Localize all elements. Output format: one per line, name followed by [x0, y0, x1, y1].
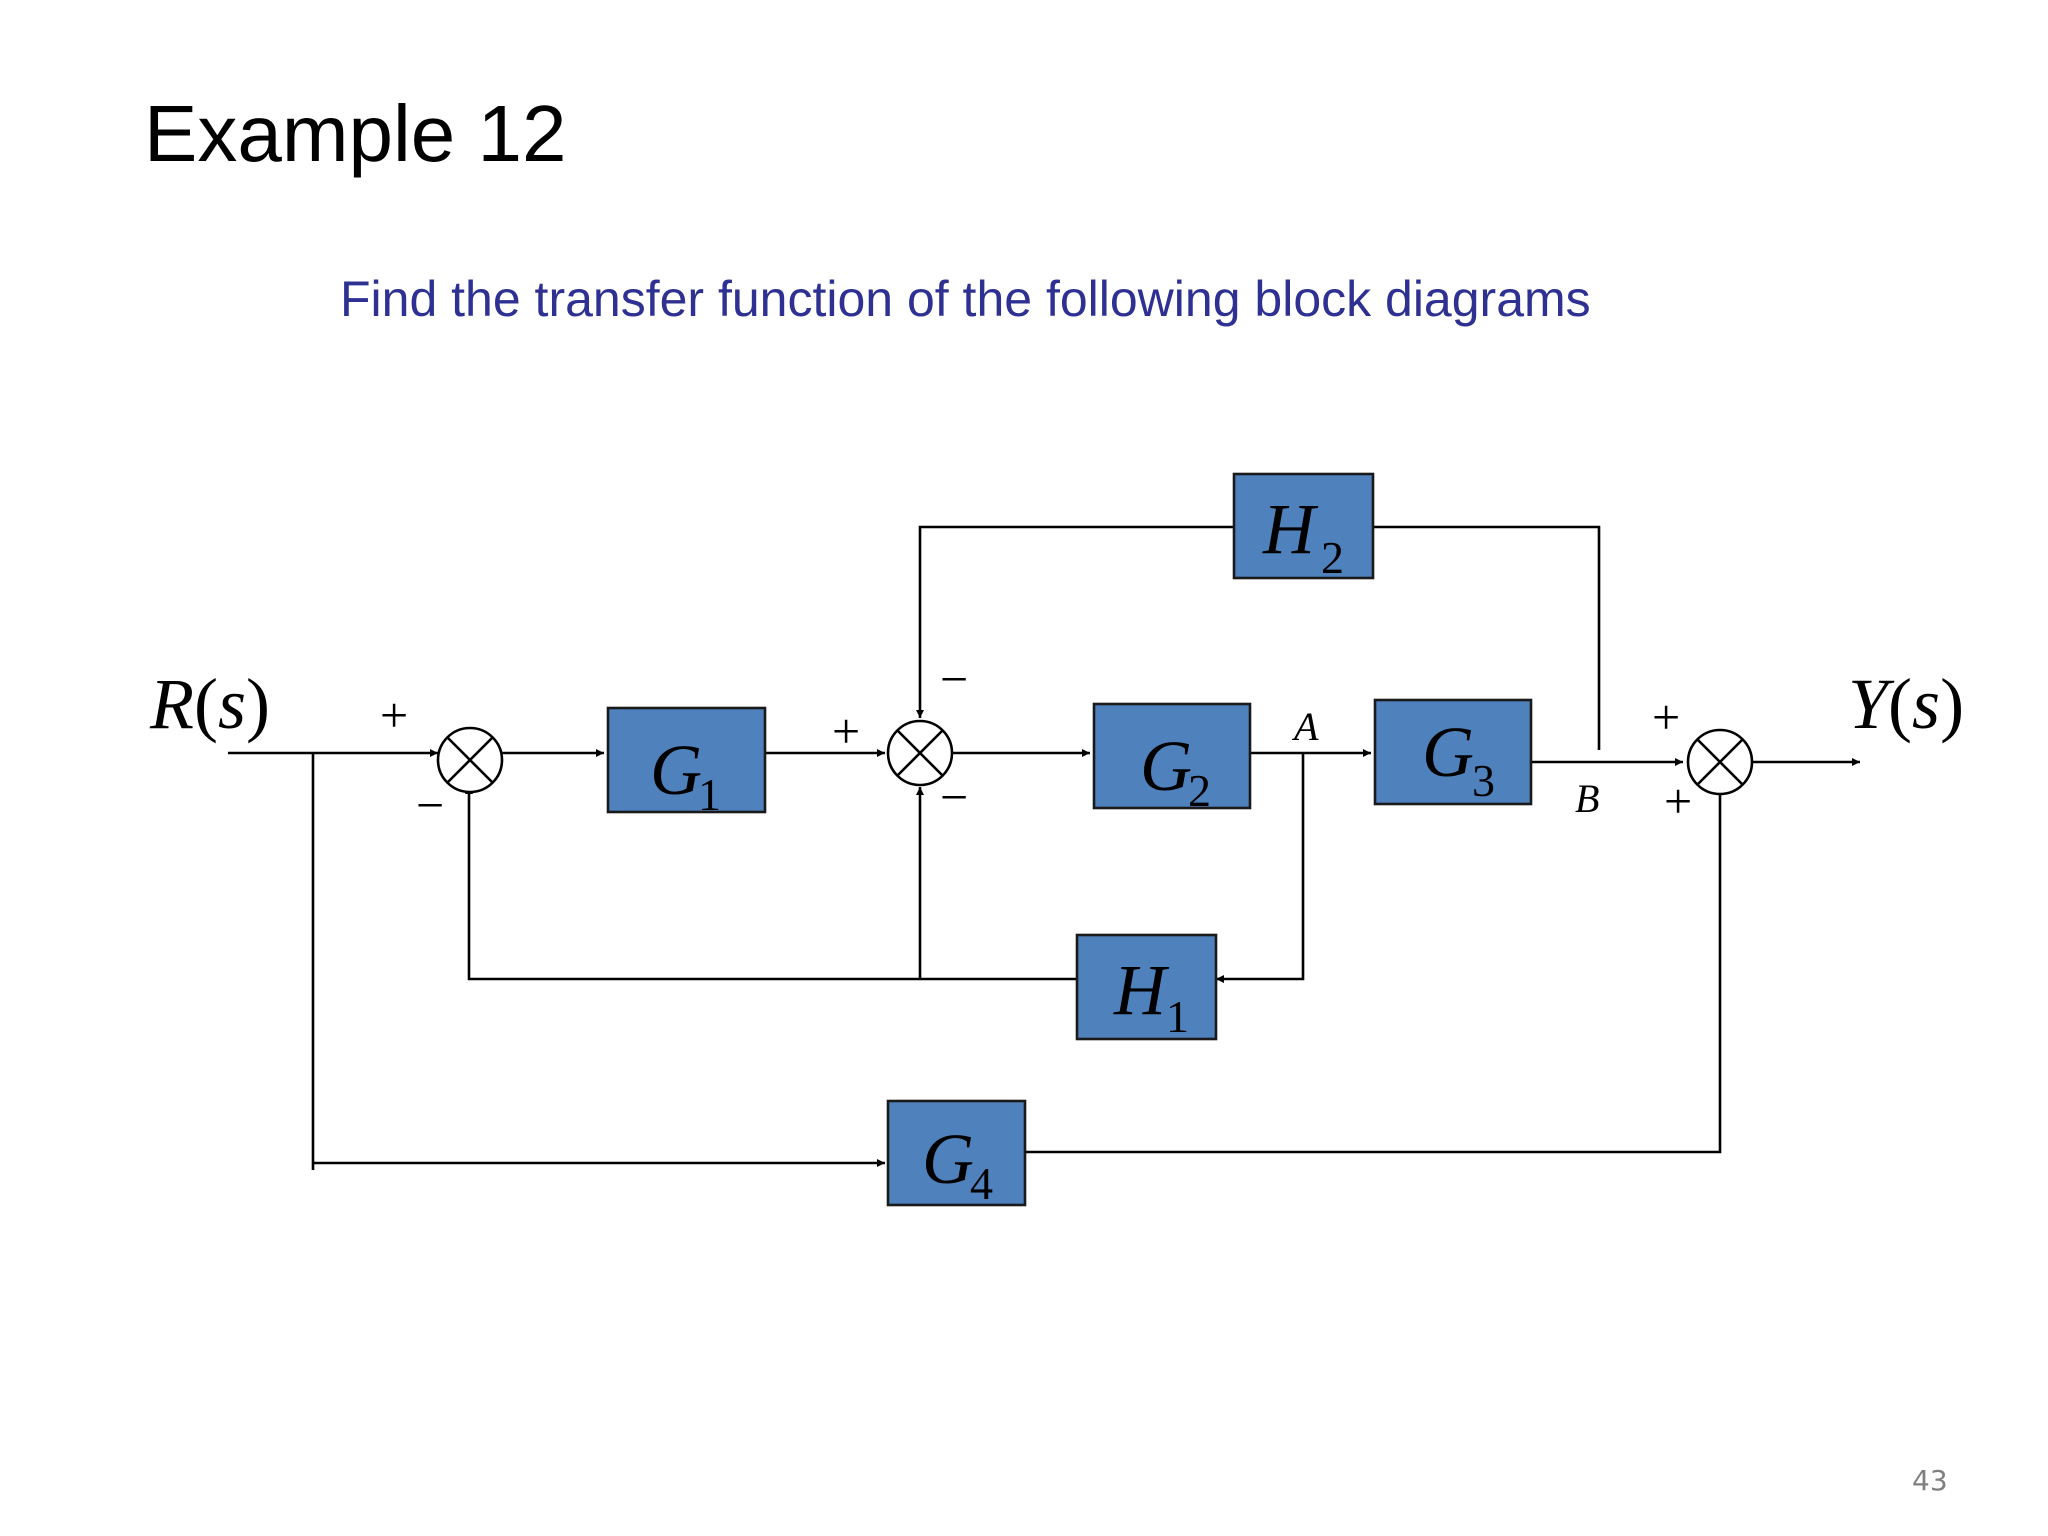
wire-g4-to-sum3 — [1025, 787, 1724, 1154]
sum1-input-sign: + — [380, 687, 408, 743]
block-g1-subscript: 1 — [698, 769, 721, 820]
summing-junction-3 — [1686, 728, 1754, 796]
svg-text:G2: G2 — [1140, 726, 1211, 816]
wire-point-b-to-h2 — [1373, 525, 1601, 750]
block-h1-subscript: 1 — [1166, 991, 1189, 1042]
sum1-feedback-sign: − — [416, 777, 444, 833]
block-g4-symbol: G — [922, 1119, 974, 1199]
block-g1: G1 — [606, 706, 767, 820]
wire-point-a-to-h1 — [1216, 753, 1305, 983]
input-label: R(s) — [149, 664, 270, 744]
point-b-label: B — [1575, 776, 1599, 821]
summing-junction-2 — [886, 719, 954, 787]
svg-text:H2: H2 — [1262, 489, 1344, 583]
block-g3-symbol: G — [1422, 712, 1474, 792]
block-h1-symbol: H — [1113, 950, 1170, 1030]
summing-junction-1 — [436, 726, 504, 794]
block-g4-subscript: 4 — [970, 1158, 993, 1209]
output-label: Y(s) — [1848, 664, 1964, 744]
block-g1-symbol: G — [650, 730, 702, 810]
slide-title: Example 12 — [144, 89, 567, 178]
sum2-top-feedback-sign: − — [940, 651, 968, 707]
block-g3-subscript: 3 — [1472, 755, 1495, 806]
page-number: 43 — [1912, 1464, 1948, 1497]
sum3-input-sign: + — [1652, 689, 1680, 745]
block-g2-subscript: 2 — [1188, 765, 1211, 816]
block-g2-symbol: G — [1140, 726, 1192, 806]
sum2-input-sign: + — [832, 703, 860, 759]
block-h2-subscript: 2 — [1321, 532, 1344, 583]
sum3-feedforward-sign: + — [1664, 773, 1692, 829]
wire-h2-to-sum2 — [916, 525, 1234, 718]
svg-text:G3: G3 — [1422, 712, 1495, 806]
block-g3: G3 — [1373, 698, 1533, 806]
wire-h1-to-sum1 — [465, 786, 1077, 981]
sum2-bottom-feedback-sign: − — [940, 769, 968, 825]
block-h2-symbol: H — [1262, 489, 1319, 569]
slide-subtitle: Find the transfer function of the follow… — [340, 271, 1591, 327]
svg-text:G4: G4 — [922, 1119, 993, 1209]
svg-text:H1: H1 — [1113, 950, 1189, 1042]
block-g2: G2 — [1092, 702, 1252, 816]
block-g4: G4 — [886, 1099, 1027, 1209]
block-h1: H1 — [1075, 933, 1218, 1042]
svg-text:G1: G1 — [650, 730, 721, 820]
point-a-label: A — [1291, 704, 1319, 749]
